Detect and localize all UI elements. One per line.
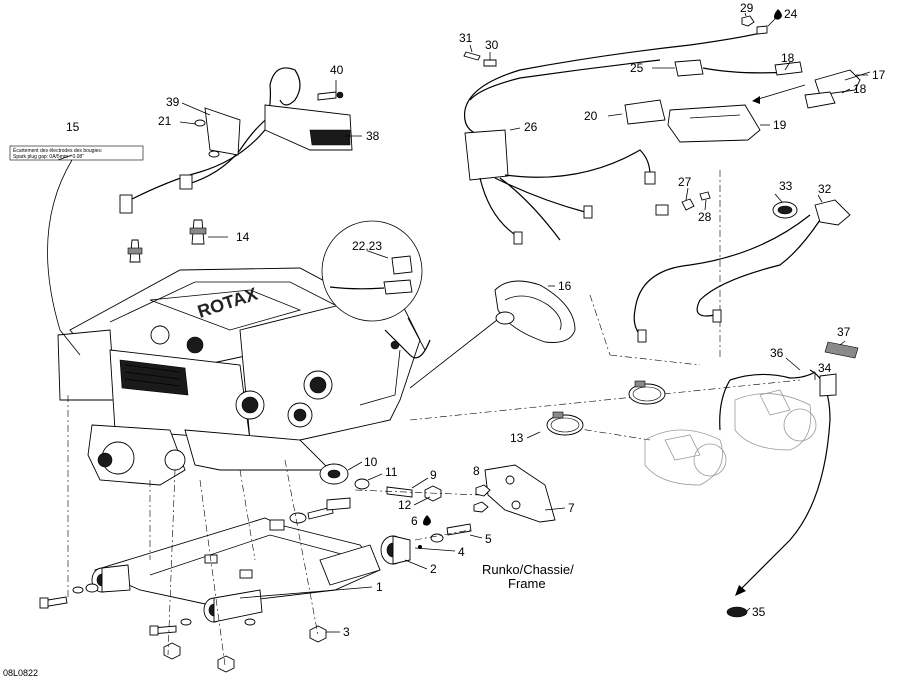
frame-label-line-2: Frame xyxy=(508,576,546,591)
callout-26: 26 xyxy=(524,120,538,134)
frame-label-line-1: Runko/Chassie/ xyxy=(482,562,574,577)
spark-plug-harness xyxy=(119,67,353,263)
callout-28: 28 xyxy=(698,210,712,224)
callout-37: 37 xyxy=(837,325,851,339)
callout-labels: 1 2 3 4 5 6 7 8 9 10 11 12 13 14 15 16 1… xyxy=(66,1,886,639)
callout-19: 19 xyxy=(773,118,787,132)
drive-cover xyxy=(409,280,576,389)
carburetors-ghost xyxy=(644,389,817,486)
callout-36: 36 xyxy=(770,346,784,360)
callout-18-a: 18 xyxy=(781,51,795,65)
callout-6: 6 xyxy=(411,514,418,528)
callout-12: 12 xyxy=(398,498,412,512)
drop-icon xyxy=(423,515,431,526)
callout-31: 31 xyxy=(459,31,473,45)
callout-9: 9 xyxy=(430,468,437,482)
engine-assembly: ROTAX xyxy=(57,267,431,486)
throttle-cable xyxy=(633,199,859,618)
callout-5: 5 xyxy=(485,532,492,546)
note-line-1: Écartement des électrodes des bougies: xyxy=(13,147,102,154)
callout-33: 33 xyxy=(779,179,793,193)
callout-2: 2 xyxy=(430,562,437,576)
callout-29: 29 xyxy=(740,1,754,15)
callout-20: 20 xyxy=(584,109,598,123)
callout-4: 4 xyxy=(458,545,465,559)
callout-10: 10 xyxy=(364,455,378,469)
support-bracket xyxy=(430,464,556,543)
engine-mount-plate xyxy=(91,517,381,623)
callout-3: 3 xyxy=(343,625,350,639)
callout-13: 13 xyxy=(510,431,524,445)
callout-18-b: 18 xyxy=(853,82,867,96)
frame-label: Runko/Chassie/ Frame xyxy=(482,562,574,591)
main-wiring-harness xyxy=(463,15,871,245)
callout-25: 25 xyxy=(630,61,644,75)
callout-32: 32 xyxy=(818,182,832,196)
callout-27: 27 xyxy=(678,175,692,189)
callout-11: 11 xyxy=(385,465,398,479)
callout-15: 15 xyxy=(66,120,80,134)
callout-30: 30 xyxy=(485,38,499,52)
callout-1: 1 xyxy=(376,580,383,594)
drop-icon xyxy=(774,9,782,20)
spark-plug-gap-note: Écartement des électrodes des bougies: S… xyxy=(9,145,144,161)
callout-35: 35 xyxy=(752,605,766,619)
callout-22-23: 22,23 xyxy=(352,239,382,253)
callout-17: 17 xyxy=(872,68,886,82)
mount-hardware xyxy=(39,497,411,673)
drawing-id: 08L0822 xyxy=(3,668,38,678)
note-line-2: Spark plug gap: 0A/5mm - 0.08" xyxy=(13,154,84,160)
rubber-bushing xyxy=(319,463,442,502)
callout-21: 21 xyxy=(158,114,172,128)
callout-8: 8 xyxy=(473,464,480,478)
dot-icon xyxy=(418,545,422,549)
callout-16: 16 xyxy=(558,279,572,293)
callout-40: 40 xyxy=(330,63,344,77)
callout-7: 7 xyxy=(568,501,575,515)
callout-34: 34 xyxy=(818,361,832,375)
leader-lines xyxy=(47,12,868,633)
hose-clamps xyxy=(546,380,666,436)
callout-39: 39 xyxy=(166,95,180,109)
callout-24: 24 xyxy=(784,7,798,21)
callout-38: 38 xyxy=(366,129,380,143)
connector-detail-circle xyxy=(321,220,426,351)
callout-14: 14 xyxy=(236,230,250,244)
